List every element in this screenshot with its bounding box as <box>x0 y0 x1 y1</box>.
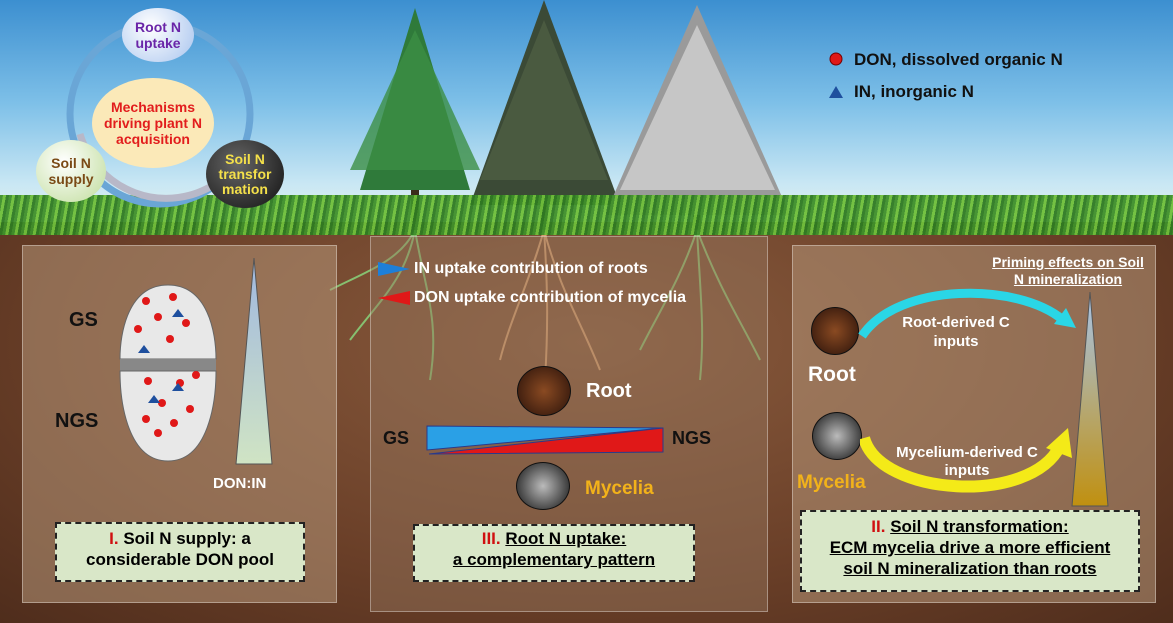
myc-arrow-label: Mycelium-derived C inputs <box>896 444 1038 479</box>
don-uptake-marker <box>378 291 410 305</box>
legend-in: IN, inorganic N <box>854 82 974 101</box>
in-uptake-marker <box>378 262 410 276</box>
panel3-mycelia-label: Mycelia <box>797 472 866 493</box>
panel2-root-label: Root <box>586 380 632 402</box>
grass-strip <box>0 195 1173 235</box>
ratio-label: DON:IN <box>213 475 267 492</box>
panel3-root-image <box>811 307 859 355</box>
cycle-root-uptake-text: Root N uptake <box>135 19 181 51</box>
don-legend-marker <box>829 52 843 66</box>
box-soil-transformation-title: Soil N transformation: <box>890 517 1069 536</box>
mycelium-carbon-arrow <box>860 428 1072 493</box>
gs-ngs-ellipse <box>119 284 217 462</box>
box-root-uptake-title: Root N uptake: <box>505 529 627 548</box>
ngs-label: NGS <box>55 410 99 432</box>
panel3-root-label: Root <box>808 363 856 386</box>
cycle-soil-transformation: Soil N transfor mation <box>206 140 284 208</box>
don-in-gradient-triangle <box>235 257 273 465</box>
box-soil-supply-num: I. <box>109 529 119 548</box>
gs-label: GS <box>69 309 98 331</box>
in-legend-marker <box>829 86 843 98</box>
mycelia-image <box>516 462 570 510</box>
cycle-soil-supply: Soil N supply <box>36 140 106 202</box>
panel3-title: Priming effects on Soil N mineralization <box>992 254 1144 287</box>
panel2-legend-in: IN uptake contribution of roots <box>414 260 648 277</box>
box-root-uptake-text: a complementary pattern <box>452 550 656 569</box>
box-soil-supply-text: Soil N supply: a considerable DON pool <box>86 529 274 569</box>
box-soil-supply: I. Soil N supply: a considerable DON poo… <box>55 522 305 582</box>
box-soil-transformation-line3: soil N mineralization than roots <box>843 559 1097 578</box>
uptake-wedges <box>426 425 664 455</box>
cycle-soil-transformation-text: Soil N transfor mation <box>218 150 272 197</box>
panel3-mycelia-image <box>812 412 862 460</box>
cycle-center: Mechanisms driving plant N acquisition <box>92 78 214 168</box>
panel2-ngs-label: NGS <box>672 428 712 448</box>
cycle-center-text: Mechanisms driving plant N acquisition <box>104 99 202 147</box>
cycle-root-uptake: Root N uptake <box>122 8 194 62</box>
mineralization-triangle <box>1071 291 1109 507</box>
box-root-uptake: III. Root N uptake: a complementary patt… <box>413 524 695 582</box>
box-soil-transformation-line2: ECM mycelia drive a more efficient <box>829 538 1111 557</box>
box-soil-transformation: II. Soil N transformation: ECM mycelia d… <box>800 510 1140 592</box>
panel2-gs-label: GS <box>383 428 410 448</box>
box-root-uptake-num: III. <box>481 529 501 548</box>
root-image <box>517 366 571 416</box>
root-carbon-arrow <box>858 288 1076 339</box>
panel2-mycelia-label: Mycelia <box>585 478 654 499</box>
legend-don: DON, dissolved organic N <box>854 50 1063 69</box>
root-arrow-label: Root-derived C inputs <box>902 314 1010 350</box>
box-soil-transformation-num: II. <box>871 517 886 536</box>
cycle-soil-supply-text: Soil N supply <box>48 155 94 187</box>
panel2-legend-don: DON uptake contribution of mycelia <box>414 289 687 306</box>
